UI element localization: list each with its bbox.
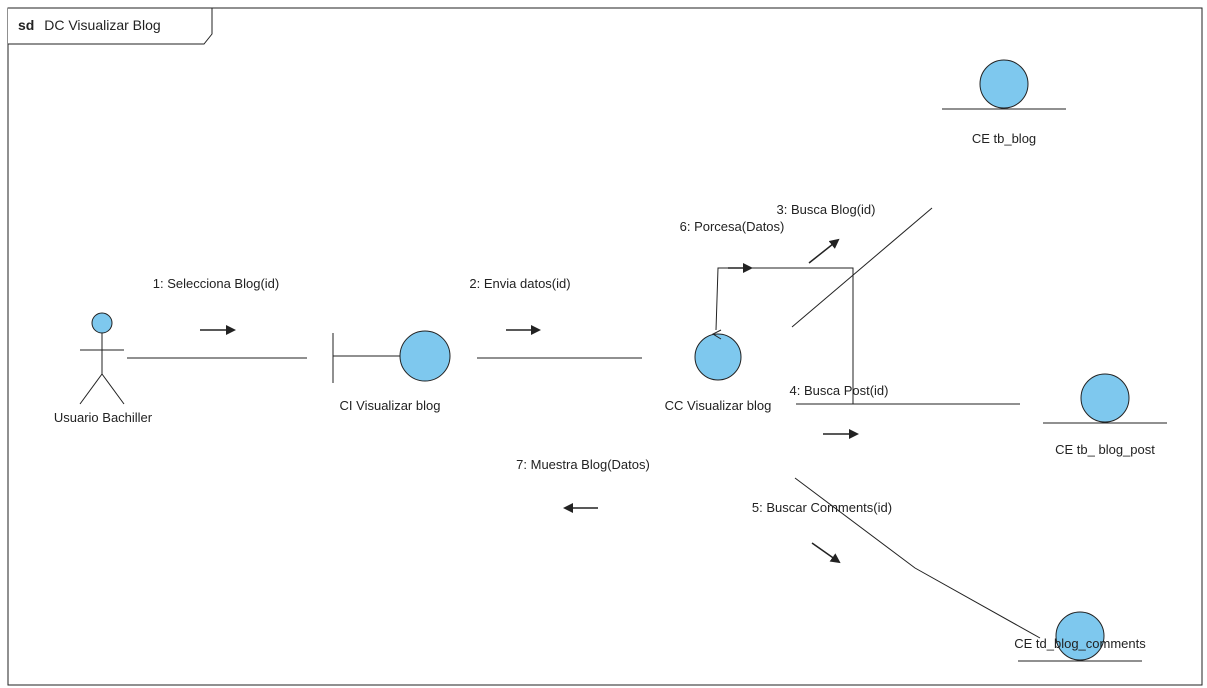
message-arrow-3 [808, 238, 840, 264]
frame-title: sd DC Visualizar Blog [18, 17, 161, 33]
actor-label: Usuario Bachiller [54, 410, 153, 425]
entity-label: CE tb_blog [972, 131, 1036, 146]
entity-circle [1055, 611, 1105, 661]
entity-label: CE td_blog_comments [1014, 636, 1146, 651]
boundary-ci-visualizar-blog[interactable]: CI Visualizar blog [332, 330, 451, 413]
frame-keyword: sd [18, 17, 34, 33]
self-link-control [715, 267, 854, 404]
control-label: CC Visualizar blog [665, 398, 772, 413]
message-label-3: 3: Busca Blog(id) [777, 202, 876, 217]
control-cc-visualizar-blog[interactable]: CC Visualizar blog [665, 329, 772, 413]
link-control-blog [791, 207, 933, 328]
entity-ce-tb-blog-post[interactable]: CE tb_ blog_post [1043, 373, 1167, 457]
control-circle [694, 333, 742, 381]
frame-border [7, 7, 1203, 686]
message-arrow-5 [811, 542, 841, 564]
entity-ce-td-blog-comments[interactable]: CE td_blog_comments [1014, 611, 1146, 662]
entity-circle [979, 59, 1029, 109]
actor-head [91, 312, 113, 334]
entity-circle [1080, 373, 1130, 423]
message-label-5: 5: Buscar Comments(id) [752, 500, 892, 515]
frame-name: DC Visualizar Blog [44, 17, 160, 33]
boundary-circle [399, 330, 451, 382]
message-label-6: 6: Porcesa(Datos) [680, 219, 785, 234]
actor-left-leg [79, 373, 103, 405]
message-label-7: 7: Muestra Blog(Datos) [516, 457, 650, 472]
link-control-comments [794, 477, 1041, 639]
message-label-2: 2: Envia datos(id) [469, 276, 570, 291]
entity-label: CE tb_ blog_post [1055, 442, 1155, 457]
entity-ce-tb-blog[interactable]: CE tb_blog [942, 59, 1066, 146]
message-label-1: 1: Selecciona Blog(id) [153, 276, 279, 291]
control-arrow [711, 329, 722, 340]
boundary-label: CI Visualizar blog [340, 398, 441, 413]
frame-tab [8, 7, 213, 45]
actor-usuario-bachiller[interactable]: Usuario Bachiller [54, 312, 153, 425]
message-label-4: 4: Busca Post(id) [790, 383, 889, 398]
actor-right-leg [101, 373, 125, 405]
